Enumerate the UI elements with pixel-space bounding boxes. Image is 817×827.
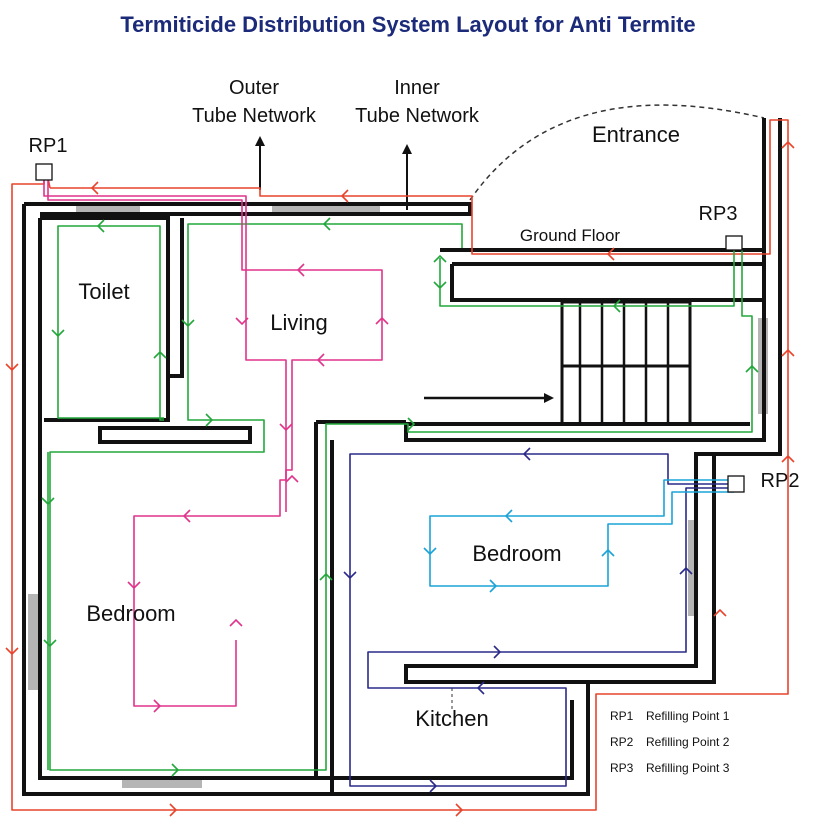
entrance-label: Entrance [592,122,680,147]
room-label-toilet: Toilet [78,279,129,304]
inner-tube-navy-arrows [343,447,693,793]
legend: RP1 Refilling Point 1 RP2 Refilling Poin… [610,709,730,775]
outer-tube-direction-arrows [5,140,795,817]
room-label-living: Living [270,310,327,335]
legend-code-1: RP1 [610,709,634,723]
window-marker-right-lower [688,520,698,616]
rp2-label: RP2 [761,470,800,492]
entrance-door-arc [469,104,765,201]
inner-tube-green-arrows [41,217,759,777]
inner-tube-cyan [429,479,734,587]
inner-tube-cyan-arrows [423,509,615,593]
ground-floor-label: Ground Floor [520,226,620,245]
legend-text-2: Refilling Point 2 [646,735,730,749]
diagram-title: Termiticide Distribution System Layout f… [120,12,695,37]
inner-tube-label-line1: Inner [394,77,440,99]
legend-text-3: Refilling Point 3 [646,761,730,775]
refilling-point-rp2 [727,475,745,493]
rp3-label: RP3 [699,203,738,225]
window-marker-left [28,594,40,690]
building-walls [22,118,782,796]
window-marker-top-middle [272,204,380,214]
inner-tube-label-line2: Tube Network [355,105,480,127]
room-label-bedroom-right: Bedroom [472,541,561,566]
legend-code-3: RP3 [610,761,634,775]
refilling-point-rp3 [725,235,743,251]
window-marker-top-left [76,204,140,214]
inner-tube-pink-arrows [127,263,389,713]
legend-text-1: Refilling Point 1 [646,709,730,723]
outer-tube-label-line1: Outer [229,77,279,99]
inner-tube-navy [349,453,734,787]
room-label-bedroom-left: Bedroom [86,601,175,626]
rp1-label: RP1 [29,135,68,157]
outer-tube-label-line2: Tube Network [192,105,317,127]
inner-tube-pink [43,174,383,707]
legend-code-2: RP2 [610,735,634,749]
refilling-point-rp1 [35,163,53,181]
room-label-kitchen: Kitchen [415,706,488,731]
